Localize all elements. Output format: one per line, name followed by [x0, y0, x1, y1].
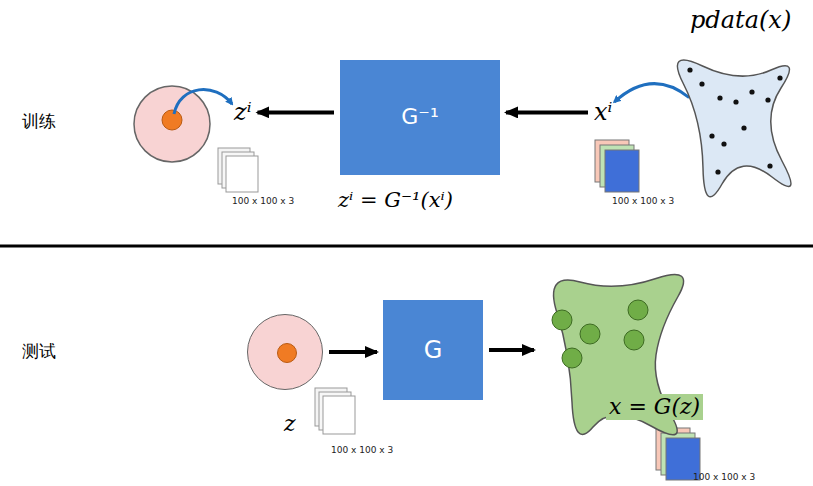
generated-sample [562, 348, 582, 368]
data-point [715, 169, 720, 174]
node-label: G [424, 336, 443, 365]
flow-arrow [257, 110, 334, 114]
generated-sample [624, 330, 644, 350]
formula: zⁱ = G⁻¹(xⁱ) [338, 188, 453, 212]
node-label: G⁻¹ [401, 104, 438, 130]
data-point [687, 67, 692, 72]
divider [0, 245, 813, 248]
data-point [721, 141, 726, 146]
data-point [741, 125, 746, 130]
curved-arrow [614, 84, 689, 102]
sample-dot [277, 343, 297, 363]
latent-circle [134, 86, 210, 162]
dimension-label: 100 x 100 x 3 [612, 196, 674, 206]
node-label: xⁱ [594, 98, 612, 127]
flow-arrow [506, 110, 588, 114]
data-point [733, 99, 738, 104]
dimension-label: 100 x 100 x 3 [693, 472, 755, 482]
section-label: 测试 [22, 340, 56, 363]
node-label: x = G(z) [606, 394, 703, 420]
data-point [717, 95, 722, 100]
blob-outline [660, 40, 806, 220]
flow-arrow [329, 350, 377, 354]
variable-node: xⁱ [594, 98, 612, 127]
generated-sample [628, 300, 648, 320]
dimension-label: 100 x 100 x 3 [331, 445, 393, 455]
distribution-shape: pdata(x) [660, 40, 806, 220]
image-stack [595, 140, 639, 192]
data-point [709, 133, 714, 138]
latent-circle: z [247, 314, 323, 390]
section-label: 训练 [22, 110, 56, 133]
data-point [767, 163, 772, 168]
tensor-stack [218, 148, 258, 192]
data-point [765, 97, 770, 102]
generated-sample [552, 310, 572, 330]
blob-outline [540, 262, 702, 452]
generated-sample [580, 324, 600, 344]
blob-outline [677, 60, 791, 197]
process-box: G [383, 300, 483, 400]
node-label: z [284, 411, 296, 437]
variable-node: zⁱ [234, 98, 251, 127]
sample-dot [162, 110, 182, 130]
data-point [749, 89, 754, 94]
tensor-stack [315, 388, 355, 434]
data-point [777, 75, 782, 80]
flow-arrow [489, 348, 534, 352]
node-label: zⁱ [234, 98, 251, 127]
distribution-shape: x = G(z) [540, 262, 702, 452]
curved-arrow [174, 90, 232, 114]
process-box: G⁻¹ [340, 60, 500, 175]
dimension-label: 100 x 100 x 3 [232, 196, 294, 206]
data-point [699, 81, 704, 86]
node-label: pdata(x) [690, 6, 791, 35]
